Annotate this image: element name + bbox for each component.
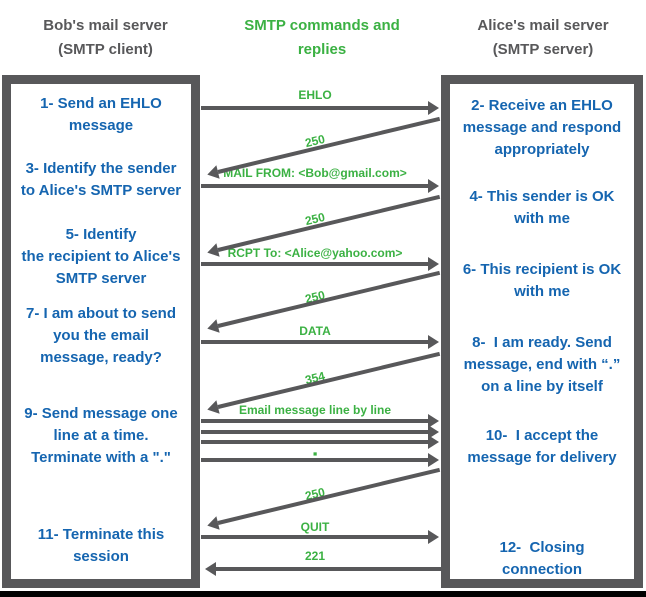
legend-column-header: SMTP commands and replies <box>244 17 400 58</box>
label-reply-221: 221 <box>304 549 326 563</box>
label-email-lines: Email message line by line <box>238 403 392 417</box>
client-box: 1- Send an EHLO message 3- Identify the … <box>2 75 200 588</box>
client-step-3: 3- Identify the sender to Alice's SMTP s… <box>20 160 182 199</box>
server-step-2: 2- Receive an EHLO message and respond a… <box>462 97 622 158</box>
server-step-8: 8- I am ready. Send message, end with “.… <box>463 334 621 395</box>
label-quit: QUIT <box>300 520 330 534</box>
arrow-reply-354-left <box>217 351 441 409</box>
client-step-1: 1- Send an EHLO message <box>40 95 162 134</box>
client-step-9: 9- Send message one line at a time. Term… <box>24 405 178 466</box>
arrow-data-right <box>201 335 439 349</box>
arrow-email-line-2 <box>201 425 439 439</box>
label-ehlo: EHLO <box>298 88 332 102</box>
bottom-divider-bar <box>0 591 646 597</box>
label-rcpt-to: RCPT To: <Alice@yahoo.com> <box>227 246 403 260</box>
arrow-terminator-dot <box>201 453 439 467</box>
server-box: 2- Receive an EHLO message and respond a… <box>441 75 643 588</box>
arrow-reply-250c-left <box>217 270 441 328</box>
arrow-reply-250b-left <box>217 194 441 252</box>
arrow-email-line-3 <box>201 435 439 449</box>
arrow-quit-right <box>201 530 439 544</box>
arrow-rcpt-to-right <box>201 257 439 271</box>
arrow-mail-from-right <box>201 179 439 193</box>
label-data: DATA <box>299 324 331 338</box>
arrow-reply-250d-left <box>217 467 441 525</box>
arrow-email-line-1 <box>201 414 439 428</box>
client-step-11: 11- Terminate this session <box>37 526 165 565</box>
client-column-header: Bob's mail server (SMTP client) <box>43 17 168 58</box>
terminator-dot-icon: ▪ <box>312 446 318 461</box>
arrow-ehlo-right <box>201 101 439 115</box>
server-step-12: 12- Closing connection <box>499 539 585 578</box>
label-mail-from: MAIL FROM: <Bob@gmail.com> <box>223 166 407 180</box>
server-step-4: 4- This sender is OK with me <box>469 188 615 227</box>
server-step-10: 10- I accept the message for delivery <box>467 427 617 466</box>
arrow-reply-221-left <box>205 562 441 576</box>
server-step-6: 6- This recipient is OK with me <box>462 261 622 300</box>
server-column-header: Alice's mail server (SMTP server) <box>477 17 609 58</box>
client-step-5: 5- Identify the recipient to Alice's SMT… <box>21 226 181 287</box>
client-step-7: 7- I am about to send you the email mess… <box>25 305 176 366</box>
